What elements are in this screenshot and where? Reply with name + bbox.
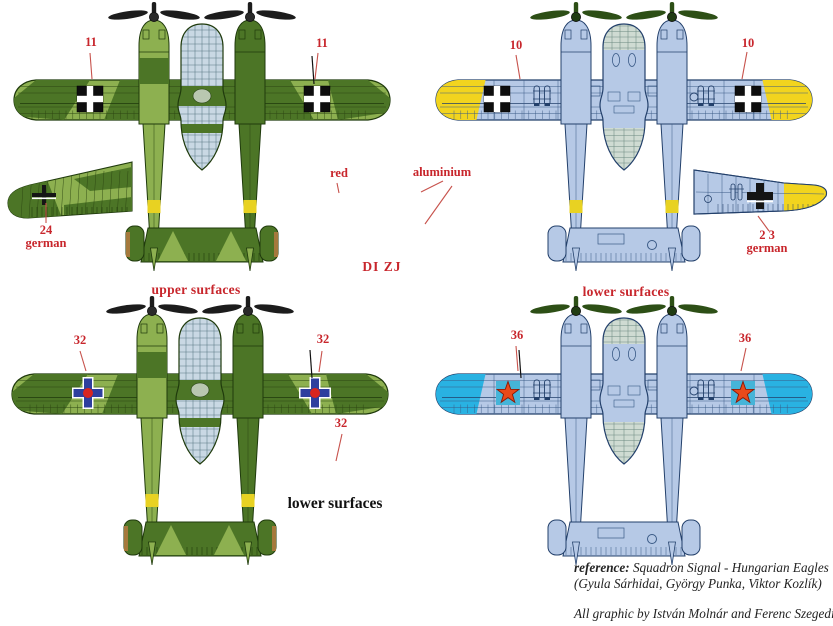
- reference-authors: (Gyula Sárhidai, György Punka, Viktor Ko…: [574, 575, 822, 591]
- plane-upper-camouflage-view-2: [0, 294, 400, 568]
- color-note-red: red: [330, 166, 348, 180]
- tactical-code-label: 11: [85, 35, 97, 49]
- detached-wing-panel-right: [688, 158, 833, 230]
- tactical-code-label: 10: [741, 36, 755, 50]
- tactical-code-label: 36: [510, 328, 524, 342]
- fin-code-label: 24 german: [14, 224, 78, 250]
- tactical-code-label: 32: [334, 416, 348, 430]
- fin-nationality: german: [746, 241, 788, 255]
- aircraft-code-label: DI ZJ: [362, 259, 402, 274]
- fin-number: 2 3: [759, 228, 775, 242]
- tactical-code-label: 32: [73, 333, 87, 347]
- tactical-code-label: 11: [316, 36, 328, 50]
- detached-wing-panel-left: [4, 157, 136, 235]
- caption-upper-surfaces: upper surfaces: [151, 282, 241, 297]
- tactical-code-label: 36: [738, 331, 752, 345]
- reference-title: Squadron Signal - Hungarian Eagles: [629, 560, 829, 575]
- caption-lower-surfaces: lower surfaces: [582, 284, 670, 299]
- plane-lower-aluminium-view-2: [424, 294, 824, 568]
- color-note-aluminium: aluminium: [412, 165, 472, 179]
- tactical-code-label: 10: [509, 38, 523, 52]
- plane-lower-aluminium-view: [424, 0, 824, 274]
- plane-upper-camouflage-view: [2, 0, 402, 274]
- reference-label: reference:: [574, 560, 630, 575]
- caption-lower-surfaces-black: lower surfaces: [287, 495, 383, 512]
- fin-number: 24: [39, 223, 53, 237]
- tactical-code-label: 32: [316, 332, 330, 346]
- reference-text: reference: Squadron Signal - Hungarian E…: [574, 560, 833, 591]
- fin-nationality: german: [25, 236, 67, 250]
- fin-code-label: 2 3 german: [736, 229, 798, 255]
- credit-text: All graphic by István Molnár and Ferenc …: [574, 606, 833, 621]
